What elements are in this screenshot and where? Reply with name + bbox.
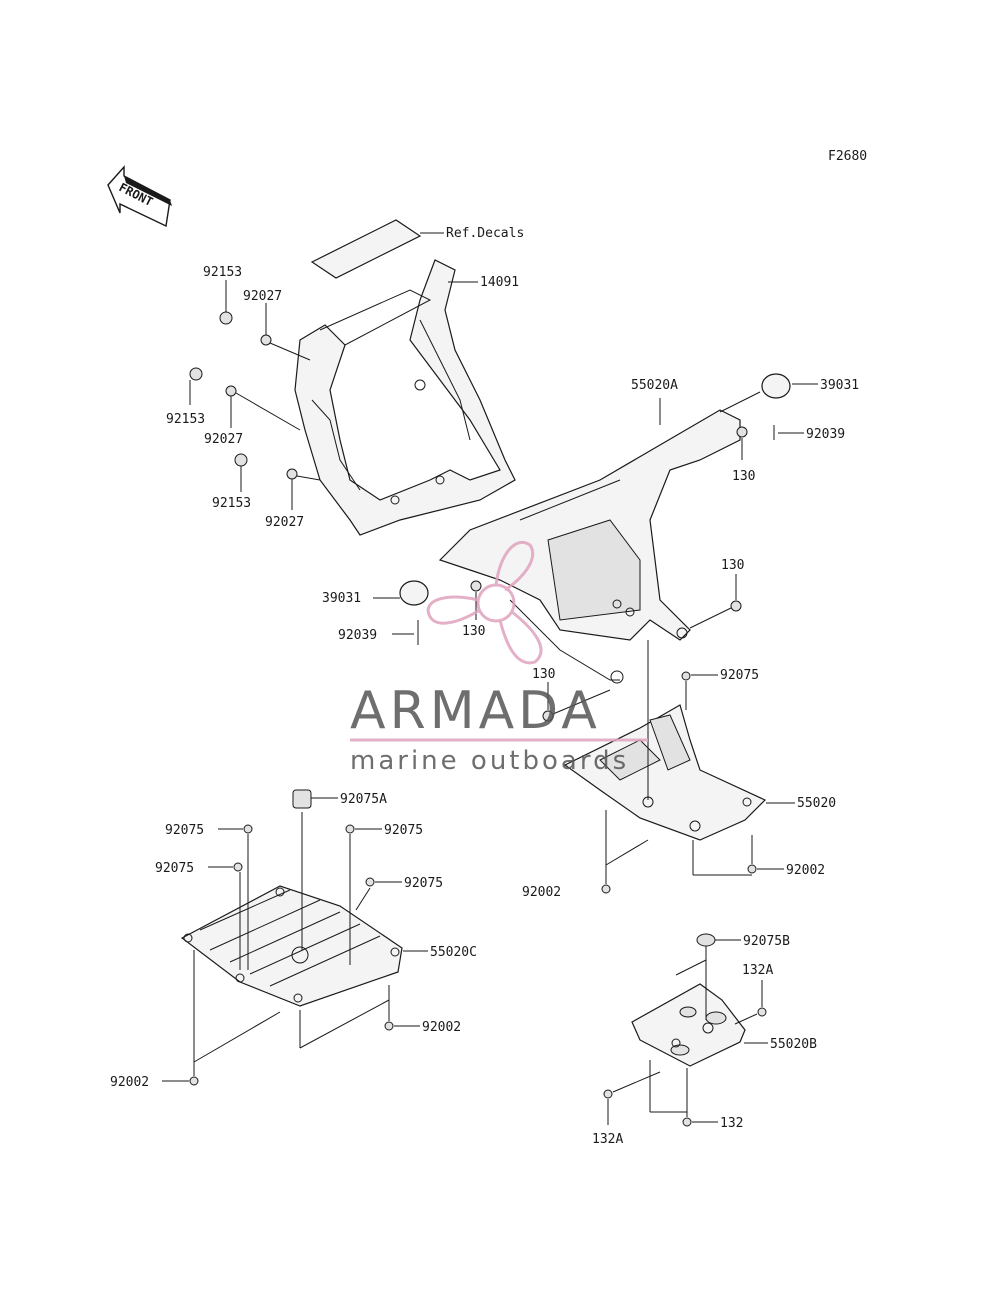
bolt-icon [384, 1021, 394, 1031]
watermark-tagline: marine outboards [350, 746, 629, 776]
callout-92002-b: 92002 [522, 885, 561, 900]
callout-92075A: 92075A [340, 792, 387, 807]
callout-92002-d: 92002 [110, 1075, 149, 1090]
callout-92039-l: 92039 [338, 628, 377, 643]
bolt-icon [682, 1117, 692, 1127]
propeller-icon [426, 541, 543, 665]
callout-55020B: 55020B [770, 1037, 817, 1052]
callout-92153-c: 92153 [212, 496, 251, 511]
callout-130-a: 130 [732, 469, 755, 484]
nut-icon [681, 671, 691, 681]
watermark-brand: ARMADA [350, 681, 601, 741]
decal-sheet [310, 219, 422, 279]
skid-plate-large [180, 885, 403, 1007]
callout-92002-r: 92002 [786, 863, 825, 878]
callout-92002-c: 92002 [422, 1020, 461, 1035]
callout-92153-a: 92153 [203, 265, 242, 280]
cap-icon [696, 933, 716, 947]
ref-decals-label: Ref.Decals [446, 226, 524, 241]
callout-130-b: 130 [721, 558, 744, 573]
bolt-icon [601, 884, 611, 894]
bolt-icon [736, 426, 748, 438]
skid-plate-center [563, 704, 767, 841]
callout-132: 132 [720, 1116, 743, 1131]
callout-132A-a: 132A [742, 963, 773, 978]
bolt-icon [219, 311, 233, 325]
front-arrow-icon: FRONT [107, 165, 172, 228]
figure-code: F2680 [828, 149, 867, 164]
bumper-cap-icon [399, 580, 429, 606]
callout-92075-r: 92075 [720, 668, 759, 683]
callout-55020C: 55020C [430, 945, 477, 960]
skid-plate-small [631, 983, 746, 1067]
callout-130-d: 130 [532, 667, 555, 682]
callout-92075-1: 92075 [165, 823, 204, 838]
callout-92075-2: 92075 [384, 823, 423, 838]
bolt-icon [603, 1089, 613, 1099]
bolt-icon [757, 1007, 767, 1017]
callout-132A-b: 132A [592, 1132, 623, 1147]
callout-92027-b: 92027 [204, 432, 243, 447]
nut-icon [345, 824, 355, 834]
callout-92027-c: 92027 [265, 515, 304, 530]
bolt-icon [225, 385, 237, 397]
callout-14091: 14091 [480, 275, 519, 290]
callout-92075-4: 92075 [404, 876, 443, 891]
callout-92039-r: 92039 [806, 427, 845, 442]
bolt-icon [747, 864, 757, 874]
front-guard [294, 259, 516, 536]
armada-logo: ARMADA marine outboards [350, 541, 648, 776]
callout-92075B: 92075B [743, 934, 790, 949]
nut-icon [233, 862, 243, 872]
callout-55020A: 55020A [631, 378, 678, 393]
bolt-icon [286, 468, 298, 480]
bolt-icon [260, 334, 272, 346]
bumper-cap-icon [761, 373, 791, 399]
callout-92153-b: 92153 [166, 412, 205, 427]
bolt-icon [730, 600, 742, 612]
callout-39031-l: 39031 [322, 591, 361, 606]
bolt-icon [189, 367, 203, 381]
bolt-icon [189, 1076, 199, 1086]
bushing-icon [292, 789, 312, 809]
nut-icon [243, 824, 253, 834]
callout-55020: 55020 [797, 796, 836, 811]
bolt-icon [470, 580, 482, 592]
callout-92075-3: 92075 [155, 861, 194, 876]
bolt-icon [234, 453, 248, 467]
front-frame [438, 409, 741, 684]
callout-92027-a: 92027 [243, 289, 282, 304]
bolt-icon [542, 710, 554, 722]
callout-130-c: 130 [462, 624, 485, 639]
nut-icon [365, 877, 375, 887]
callout-39031-r: 39031 [820, 378, 859, 393]
